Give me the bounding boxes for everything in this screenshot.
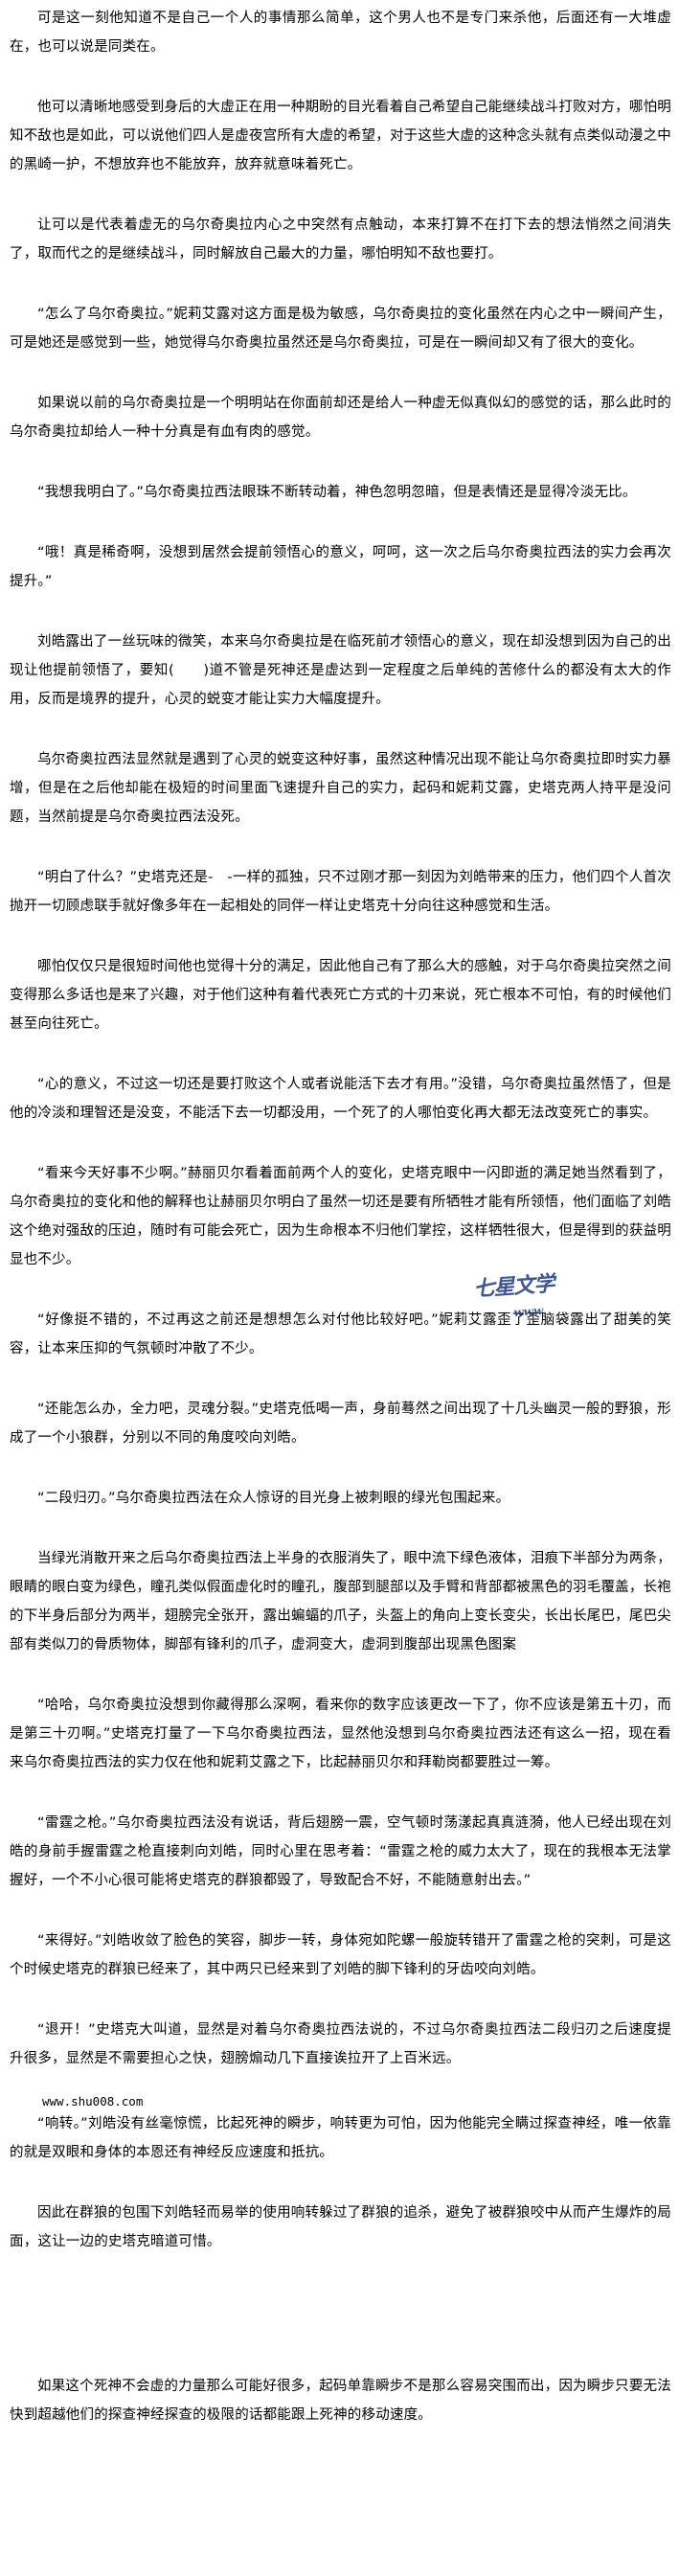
paragraph: “雷霆之枪。”乌尔奇奥拉西法没有说话，背后翅膀一震，空气顿时荡漾起真真涟漪，他人… (10, 1815, 671, 1888)
paragraph: “心的意义，不过这一切还是要打败这个人或者说能活下去才有用。”没错，乌尔奇奥拉虽… (10, 1077, 671, 1121)
paragraph: 因此在群狼的包围下刘皓轻而易举的使用响转躲过了群狼的追杀，避免了被群狼咬中从而产… (10, 2205, 671, 2249)
paragraph: “还能怎么办，全力吧，灵魂分裂。”史塔克低喝一声，身前蓦然之间出现了十几头幽灵一… (10, 1402, 671, 1446)
paragraph: 乌尔奇奥拉西法显然就是遇到了心灵的蜕变这种好事，虽然这种情况出现不能让乌尔奇奥拉… (10, 752, 671, 825)
paragraph: “好像挺不错的，不过再这之前还是想想怎么对付他比较好吧。”妮莉艾露歪了歪脑袋露出… (10, 1312, 671, 1356)
paragraph: 哪怕仅仅只是很短时间他也觉得十分的满足，因此他自己有了那么大的感触，对于乌尔奇奥… (10, 959, 671, 1032)
paragraph: “退开！”史塔克大叫道，显然是对着乌尔奇奥拉西法说的，不过乌尔奇奥拉西法二段归刃… (10, 2022, 671, 2066)
paragraph: 让可以是代表着虚无的乌尔奇奥拉内心之中突然有点触动，本来打算不在打下去的想法悄然… (10, 217, 671, 262)
paragraph: “二段归刃。”乌尔奇奥拉西法在众人惊讶的目光身上被刺眼的绿光包围起来。 (37, 1491, 510, 1506)
paragraph: “怎么了乌尔奇奥拉。”妮莉艾露对这方面是极为敏感，乌尔奇奥拉的变化虽然在内心之中… (10, 307, 671, 351)
paragraph: 他可以清晰地感受到身后的大虚正在用一种期盼的目光看着自己希望自己能继续战斗打败对… (10, 100, 671, 172)
paragraph: “明白了什么？”史塔克还是- -一样的孤独，只不过刚才那一刻因为刘皓带来的压力，… (10, 870, 671, 914)
paragraph: 刘皓露出了一丝玩味的微笑，本来乌尔奇奥拉是在临死前才领悟心的意义，现在却没想到因… (10, 634, 671, 707)
paragraph: 如果说以前的乌尔奇奥拉是一个明明站在你面前却还是给人一种虚无似真似幻的感觉的话，… (10, 396, 671, 440)
paragraph: 当绿光消散开来之后乌尔奇奥拉西法上半身的衣服消失了，眼中流下绿色液体，泪痕下半部… (10, 1551, 671, 1653)
paragraph: “我想我明白了。”乌尔奇奥拉西法眼珠不断转动着，神色忽明忽暗，但是表情还是显得冷… (37, 485, 637, 500)
paragraph: “哈哈，乌尔奇奥拉没想到你藏得那么深啊，看来你的数字应该更改一下了，你不应该是第… (10, 1698, 671, 1770)
paragraph: “响转。”刘皓没有丝毫惊慌，比起死神的瞬步，响转更为可怕，因为他能完全瞒过探查神… (10, 2116, 671, 2160)
spacer (10, 2288, 671, 2372)
paragraph: “哦！真是稀奇啊，没想到居然会提前领悟心的意义，呵呵，这一次之后乌尔奇奥拉西法的… (10, 545, 671, 589)
source-site-link: www.shu008.com (42, 2094, 144, 2109)
paragraph: “看来今天好事不少啊。”赫丽贝尔看着面前两个人的变化，史塔克眼中一闪即逝的满足她… (10, 1166, 671, 1267)
final-paragraph: 如果这个死神不会虚的力量那么可能好很多，起码单靠瞬步不是那么容易突围而出，因为瞬… (10, 2379, 671, 2423)
paragraph: “来得好。”刘皓收敛了脸色的笑容，脚步一转，身体宛如陀螺一般旋转错开了雷霆之枪的… (10, 1933, 671, 1977)
paragraph: 可是这一刻他知道不是自己一个人的事情那么简单，这个男人也不是专门来杀他，后面还有… (10, 11, 671, 55)
document-body: 可是这一刻他知道不是自己一个人的事情那么简单，这个男人也不是专门来杀他，后面还有… (10, 11, 671, 2423)
